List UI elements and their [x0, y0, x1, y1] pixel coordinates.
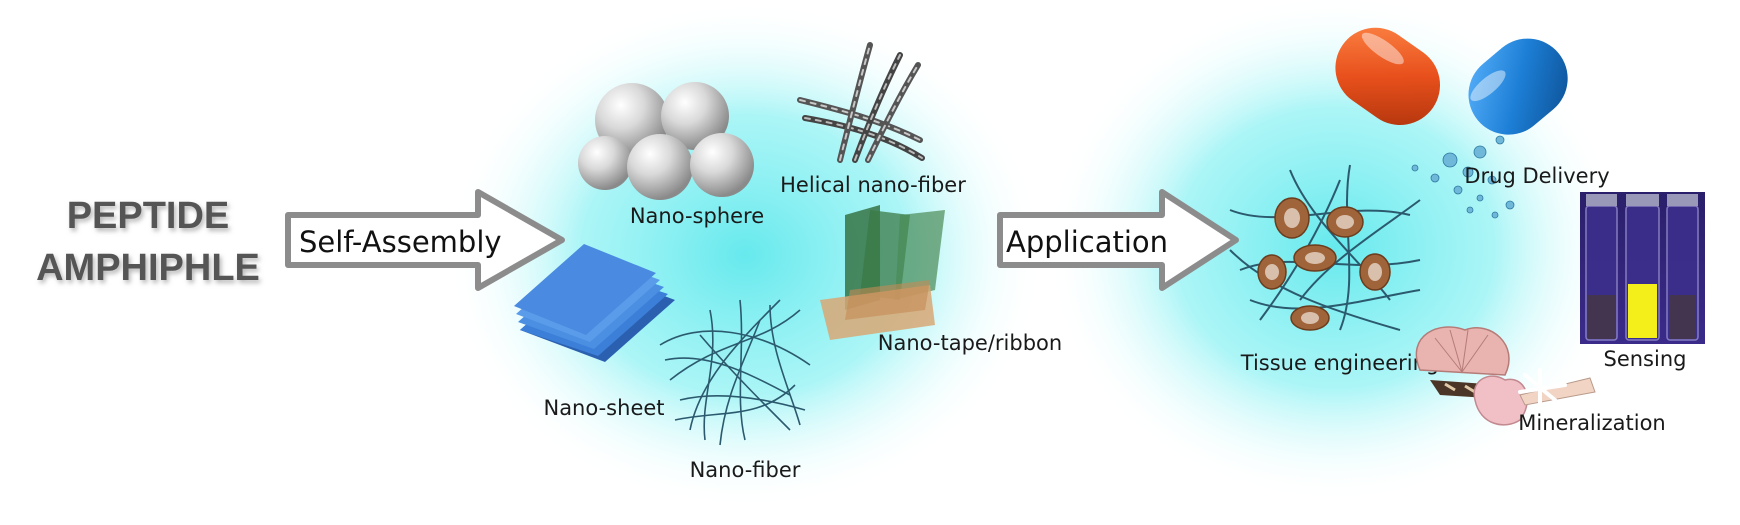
sensing-label: Sensing	[1604, 347, 1687, 371]
title-line1: PEPTIDE	[67, 195, 230, 237]
application-glow	[1045, 0, 1625, 503]
drug-delivery-label: Drug Delivery	[1464, 164, 1609, 188]
helical-fiber-graphic	[797, 42, 925, 163]
nano-tape-label: Nano-tape/ribbon	[878, 331, 1062, 355]
nano-sphere-graphic	[578, 82, 754, 200]
tissue-engineering-graphic	[1229, 164, 1421, 331]
nano-tape-graphic	[820, 205, 945, 340]
nano-fiber-label: Nano-fiber	[690, 458, 801, 482]
nano-fiber-graphic	[659, 299, 811, 446]
sensing-graphic	[1580, 192, 1705, 344]
application-label: Application	[1006, 225, 1168, 259]
title-line2: AMPHIPHLE	[36, 247, 260, 289]
nano-sheet-graphic	[514, 244, 675, 362]
tissue-engineering-label: Tissue engineering	[1240, 351, 1439, 375]
self-assembly-label: Self-Assembly	[299, 225, 502, 259]
application-arrow: Application	[997, 189, 1239, 291]
mineralization-label: Mineralization	[1518, 411, 1665, 435]
page-title: PEPTIDE AMPHIPHLE	[36, 195, 260, 289]
mineralization-graphic	[1415, 326, 1596, 426]
nano-sphere-label: Nano-sphere	[630, 204, 764, 228]
helical-fiber-label: Helical nano-fiber	[780, 173, 966, 197]
drug-delivery-graphic	[1335, 27, 1568, 219]
self-assembly-arrow: Self-Assembly	[285, 189, 565, 291]
nano-sheet-label: Nano-sheet	[543, 396, 664, 420]
